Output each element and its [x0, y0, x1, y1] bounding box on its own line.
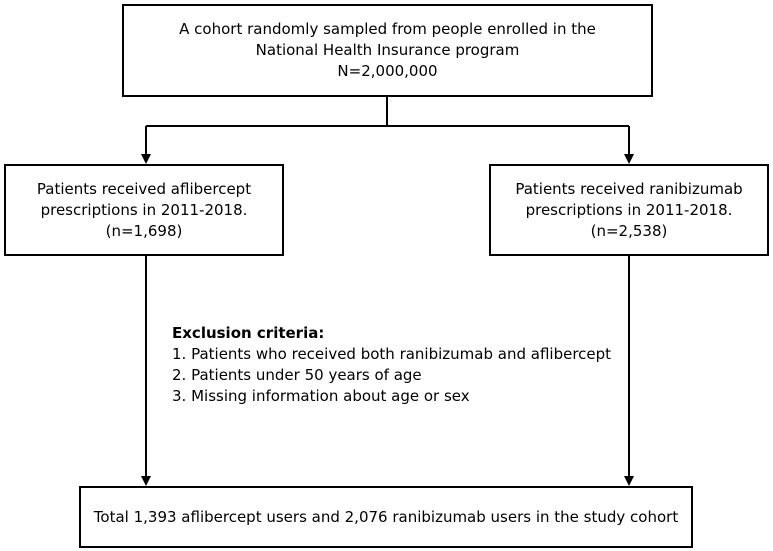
ranibizumab-line-2: prescriptions in 2011-2018.	[525, 200, 733, 219]
ranibizumab-box: Patients received ranibizumab prescripti…	[489, 164, 769, 256]
aflibercept-box: Patients received aflibercept prescripti…	[4, 164, 284, 256]
exclusion-item-1: 1. Patients who received both ranibizuma…	[172, 345, 612, 363]
aflibercept-line-3: (n=1,698)	[105, 221, 183, 240]
cohort-source-box: A cohort randomly sampled from people en…	[122, 4, 653, 97]
cohort-source-line-2: National Health Insurance program	[255, 41, 520, 59]
aflibercept-line-1: Patients received aflibercept	[36, 179, 252, 198]
study-cohort-box: Total 1,393 aflibercept users and 2,076 …	[79, 486, 693, 548]
study-cohort-text: Total 1,393 aflibercept users and 2,076 …	[93, 507, 679, 526]
cohort-source-line-3: N=2,000,000	[337, 62, 438, 80]
exclusion-item-2: 2. Patients under 50 years of age	[172, 366, 422, 384]
ranibizumab-line-1: Patients received ranibizumab	[515, 179, 743, 198]
exclusion-criteria-title: Exclusion criteria:	[172, 324, 325, 342]
ranibizumab-line-3: (n=2,538)	[590, 221, 668, 240]
exclusion-criteria: Exclusion criteria: 1. Patients who rece…	[172, 323, 611, 407]
cohort-source-line-1: A cohort randomly sampled from people en…	[179, 20, 596, 38]
aflibercept-line-2: prescriptions in 2011-2018.	[40, 200, 248, 219]
exclusion-item-3: 3. Missing information about age or sex	[172, 387, 470, 405]
